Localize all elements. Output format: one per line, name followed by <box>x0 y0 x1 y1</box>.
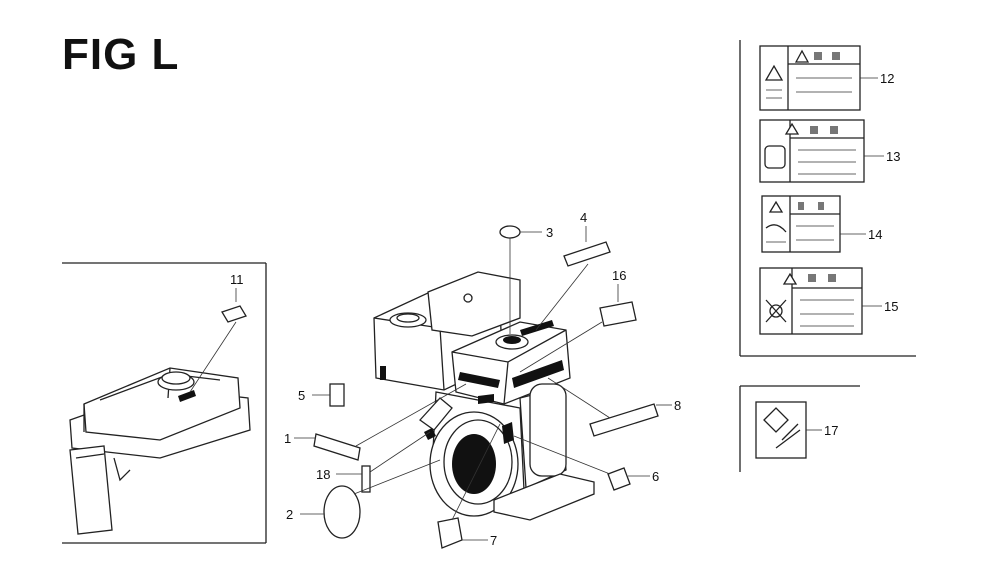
engine-assembly <box>373 271 595 521</box>
warning-triangle-icon <box>784 122 800 135</box>
callout-16: 16 <box>612 268 626 283</box>
callout-18: 18 <box>316 467 330 482</box>
fuel-icon <box>763 407 789 433</box>
callout-1: 1 <box>284 431 291 446</box>
fuel-tank <box>69 367 251 535</box>
callout-6: 6 <box>652 469 659 484</box>
callout-7: 7 <box>490 533 497 548</box>
warning-label-12: 12 <box>759 45 894 111</box>
callout-13: 13 <box>886 149 900 164</box>
fuel-tank-inset: 11 <box>62 262 267 544</box>
callout-5: 5 <box>298 388 305 403</box>
callout-12: 12 <box>880 71 894 86</box>
callout-17: 17 <box>824 423 838 438</box>
fuel-label-17: 17 <box>755 401 838 459</box>
label-part-8 <box>589 403 659 437</box>
label-part-7 <box>437 517 463 549</box>
warning-labels-inset: 12 13 <box>739 40 916 357</box>
warning-triangle-icon <box>794 49 810 63</box>
callout-3: 3 <box>546 225 553 240</box>
label-part-16 <box>599 301 637 327</box>
callout-11: 11 <box>230 272 244 287</box>
callout-8: 8 <box>674 398 681 413</box>
fuel-label-inset: 17 <box>739 385 860 472</box>
label-part-1 <box>313 433 361 461</box>
engine-base <box>493 473 595 521</box>
label-part-6 <box>607 467 631 491</box>
warning-triangle-icon <box>782 272 798 285</box>
callout-14: 14 <box>868 227 882 242</box>
exhaust-hazard-icon <box>764 145 786 169</box>
rotating-hazard-icon <box>765 299 787 323</box>
callout-4: 4 <box>580 210 587 225</box>
callout-15: 15 <box>884 299 898 314</box>
label-part-3 <box>499 225 521 239</box>
warning-label-15: 15 <box>759 267 898 335</box>
oil-alert-icon <box>765 224 787 233</box>
warning-label-13: 13 <box>759 119 900 183</box>
fire-hazard-icon <box>764 64 784 81</box>
label-part-11 <box>221 305 247 323</box>
warning-label-14: 14 <box>761 195 882 253</box>
figure-title: FIG L <box>62 30 180 79</box>
warning-triangle-icon <box>768 200 784 213</box>
label-part-5 <box>329 383 345 407</box>
callout-2: 2 <box>286 507 293 522</box>
label-part-4 <box>563 241 611 267</box>
label-part-18 <box>361 465 371 493</box>
label-part-2 <box>323 485 361 539</box>
